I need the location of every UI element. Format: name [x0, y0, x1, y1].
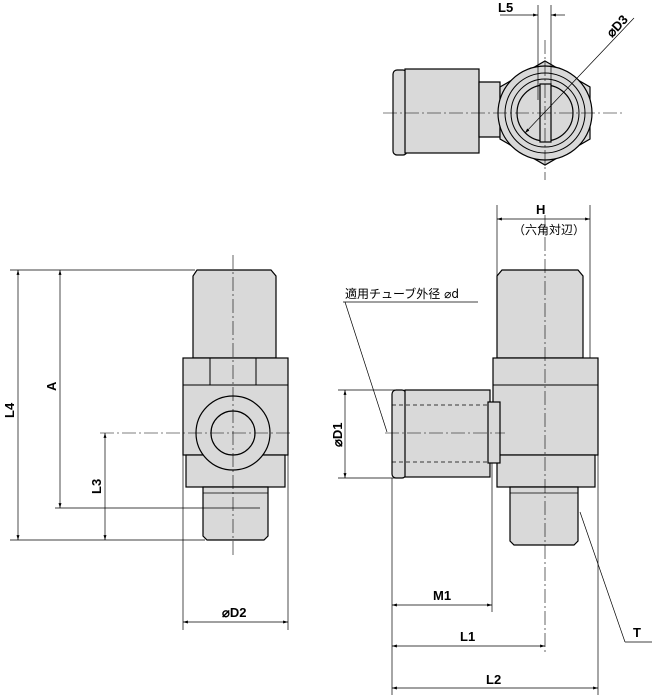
label-L4: L4: [2, 402, 17, 418]
label-L2: L2: [486, 672, 501, 687]
label-D2: ⌀D2: [222, 605, 246, 620]
label-T: T: [633, 625, 641, 640]
label-hex-across-flats: （六角対辺）: [513, 223, 585, 237]
label-tube-od: 適用チューブ外径 ⌀d: [345, 286, 459, 301]
label-D3: ⌀D3: [603, 12, 631, 40]
label-L5: L5: [498, 0, 513, 15]
label-A: A: [44, 381, 59, 391]
label-H: H: [536, 202, 545, 217]
label-L3: L3: [89, 479, 104, 494]
side-view: H （六角対辺） 適用チューブ外径 ⌀d ⌀D1 M1 L1 L2 T: [330, 202, 652, 695]
top-view: L5 ⌀D3: [383, 0, 635, 180]
label-D1: ⌀D1: [330, 423, 345, 447]
label-L1: L1: [460, 629, 475, 644]
front-view: L4 A L3 ⌀D2: [2, 255, 292, 630]
label-M1: M1: [433, 588, 451, 603]
